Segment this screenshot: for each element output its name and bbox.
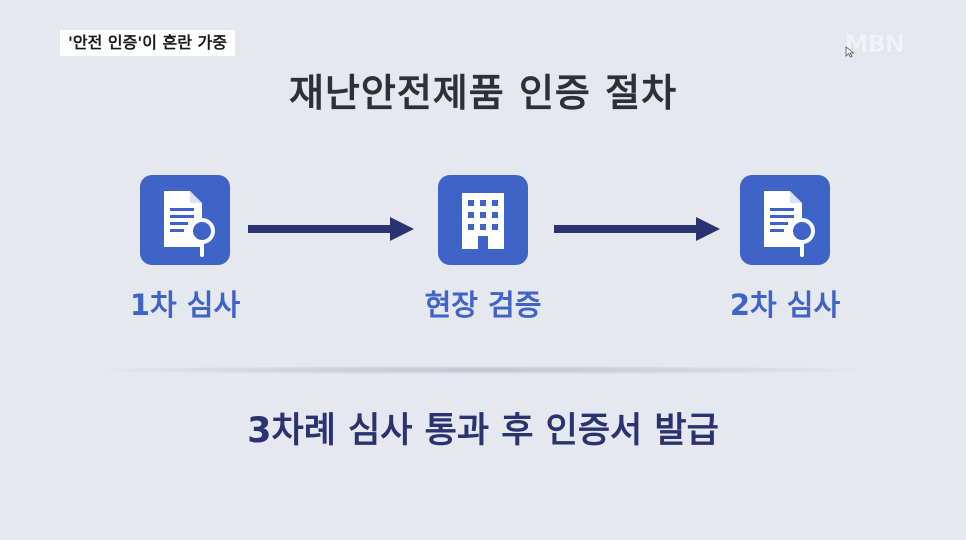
diagram-title: 재난안전제품 인증 절차 [288,71,678,115]
step-label-3: 2차 심사 [729,288,841,322]
footer-summary: 3차례 심사 통과 후 인증서 발급 [247,411,719,451]
document-search-icon [140,175,230,265]
broadcaster-logo: MBN [844,30,905,58]
step-label-2: 현장 검증 [424,288,542,322]
divider [110,366,856,374]
step-label-1: 1차 심사 [129,288,241,322]
document-search-icon [740,175,830,265]
arrow-right-icon [554,217,720,241]
building-icon [438,175,528,265]
news-headline-caption: '안전 인증'이 혼란 가중 [60,30,235,56]
arrow-right-icon [248,217,414,241]
mouse-cursor-icon [845,46,855,58]
